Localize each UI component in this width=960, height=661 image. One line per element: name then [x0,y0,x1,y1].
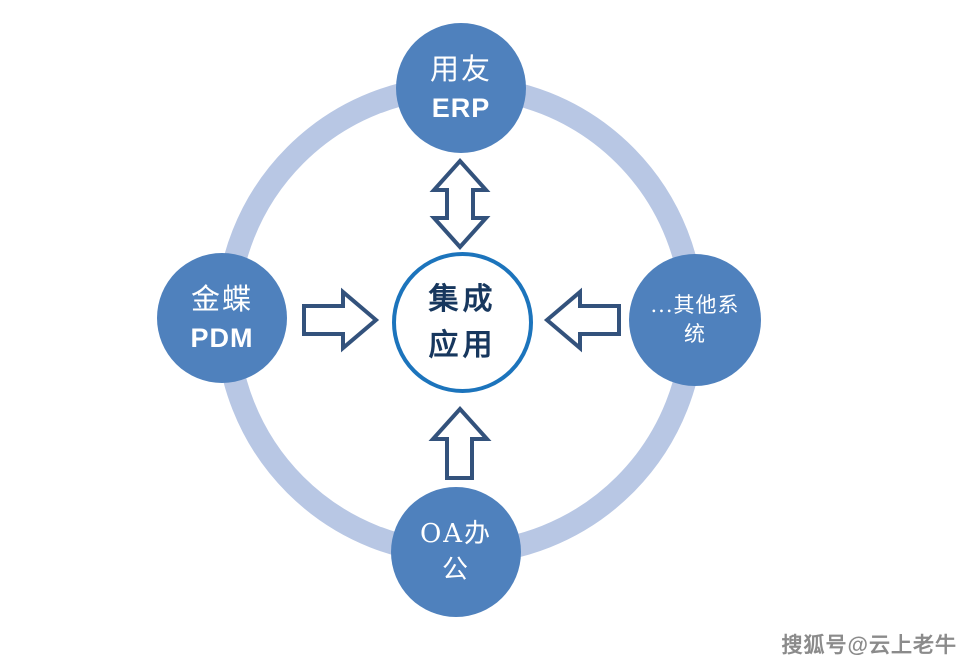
arrow-top-bidirectional [429,158,491,250]
node-kingdee-pdm-label-line1: 金蝶 [190,282,253,316]
node-other-systems-label-line2: 统 [684,322,706,346]
sohu-watermark: 搜狐号@云上老牛 [781,634,957,657]
arrow-left-to-center [302,287,380,353]
node-kingdee-pdm: 金蝶 PDM [157,253,287,383]
node-yonyou-erp: 用友 ERP [396,23,526,153]
arrow-right-to-center [543,287,621,353]
node-integrated-application-label-line1: 集成 [428,281,497,317]
node-oa-office-label-line2: 公 [441,555,470,585]
node-yonyou-erp-label-line2: ERP [431,93,491,123]
node-yonyou-erp-label-line1: 用友 [429,52,492,86]
node-oa-office-label-line1: OA办 [419,519,493,549]
arrow-bottom-to-center [428,406,492,480]
node-kingdee-pdm-label-line2: PDM [190,323,254,353]
node-oa-office: OA办 公 [391,487,521,617]
node-integrated-application: 集成 应用 [392,252,533,393]
node-other-systems: ...其他系 统 [629,254,761,386]
node-other-systems-label-line1: ...其他系 [650,293,740,317]
node-integrated-application-label-line2: 应用 [428,327,497,363]
